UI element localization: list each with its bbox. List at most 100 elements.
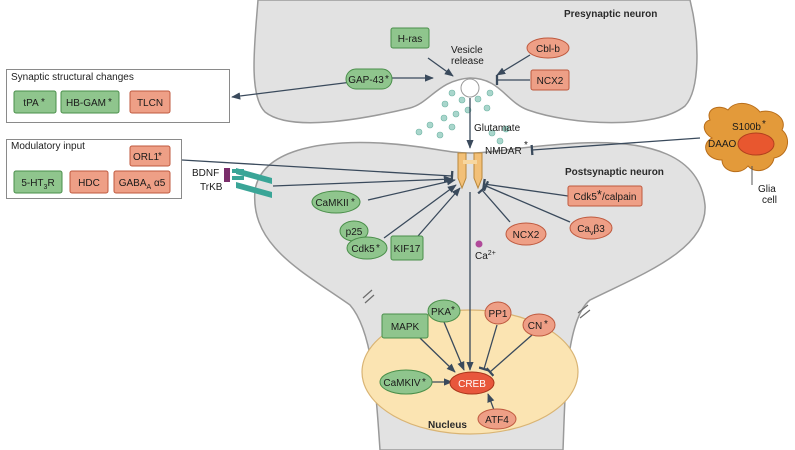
text-camkii: CaMKII — [315, 198, 348, 209]
text-camkiv: CaMKIV — [383, 378, 421, 389]
text-cblb: Cbl-b — [536, 44, 560, 55]
label-glia-1: Glia — [758, 184, 776, 195]
node-mapk — [381, 313, 429, 339]
trkb-receptor — [224, 168, 272, 198]
text-mapk: MAPK — [391, 322, 420, 333]
calcium-ion — [475, 240, 483, 248]
vesicle-cloud — [415, 89, 510, 145]
node-camkiv — [379, 369, 433, 395]
edge-cab3-nmdar — [482, 180, 571, 223]
label-presynaptic: Presynaptic neuron — [564, 9, 657, 20]
label-nmdar: NMDAR — [485, 146, 522, 157]
edge-calpain-nmdar — [482, 178, 569, 197]
star-orl1: * — [158, 151, 162, 162]
star-camkii: * — [351, 197, 355, 208]
break-mark-right — [577, 304, 591, 319]
legend-structural-title: Synaptic structural changes — [11, 72, 134, 83]
label-daao: DAAO — [708, 139, 737, 150]
edge-pp1-creb — [478, 324, 498, 372]
node-cn — [522, 313, 556, 337]
text-gaba: GABAA α5 — [119, 178, 166, 191]
node-hdc — [69, 170, 109, 194]
text-tlcn: TLCN — [137, 98, 163, 109]
text-hbgam: HB-GAM — [66, 98, 106, 109]
label-vesicle: Vesicle — [451, 45, 483, 56]
edge-ncx2post-nmdar — [477, 185, 511, 223]
text-p25: p25 — [346, 227, 363, 238]
node-atf4 — [477, 408, 517, 430]
text-ht3r: 5-HT3R — [21, 178, 54, 191]
star-hbgam: * — [108, 97, 112, 108]
text-orl1: ORL1 — [133, 152, 160, 163]
node-camkii — [311, 190, 361, 214]
star-tpa: * — [41, 97, 45, 108]
node-pka — [427, 299, 461, 323]
node-kif17 — [390, 235, 424, 261]
text-cdk5calpain: Cdk5*/calpain — [574, 187, 637, 203]
star-gap43: * — [385, 74, 389, 85]
text-cab3: Cavβ3 — [577, 224, 605, 237]
label-release: release — [451, 56, 484, 67]
label-postsynaptic: Postsynaptic neuron — [565, 167, 664, 178]
text-cn: CN — [528, 321, 542, 332]
text-hras: H-ras — [398, 34, 422, 45]
edge-camkii-nmdar — [367, 178, 456, 201]
node-creb — [449, 371, 495, 395]
text-pka: PKA — [431, 307, 451, 318]
edge-cdk5-nmdar — [383, 184, 457, 239]
node-cdk5calpain — [567, 185, 643, 207]
label-nmdar-star: * — [524, 140, 528, 151]
nmdar-receptor — [457, 152, 483, 190]
text-gap43: GAP-43 — [348, 75, 384, 86]
text-ncx2-post: NCX2 — [513, 230, 540, 241]
edge-hras-vesicle — [427, 57, 454, 77]
node-tpa — [13, 90, 57, 114]
edge-mapk-creb — [419, 337, 456, 373]
label-s100b-star: * — [762, 119, 766, 130]
node-ht3r — [13, 170, 63, 194]
label-trkb: TrKB — [200, 182, 223, 193]
edge-gap43-structural — [231, 81, 353, 100]
node-cblb — [526, 37, 570, 59]
edge-cn-creb — [485, 334, 533, 377]
text-pp1: PP1 — [489, 309, 508, 320]
label-glutamate: Glutamate — [474, 123, 521, 134]
edge-cblb-vesicle — [496, 54, 531, 76]
edge-modulatory-nmdar — [181, 159, 454, 182]
text-hdc: HDC — [78, 178, 100, 189]
star-cdk5: * — [376, 243, 380, 254]
node-pp1 — [484, 301, 512, 325]
text-tpa: tPA — [23, 98, 39, 109]
break-mark-left — [362, 289, 375, 304]
node-orl1 — [129, 145, 171, 167]
node-hbgam — [60, 90, 120, 114]
node-gaba — [113, 170, 171, 194]
text-kif17: KIF17 — [394, 244, 421, 255]
edge-kif17-nmdar — [417, 187, 461, 237]
star-camkiv: * — [422, 377, 426, 388]
edge-atf4-creb — [487, 393, 495, 411]
edge-trkb-nmdar — [272, 175, 453, 187]
text-atf4: ATF4 — [485, 415, 509, 426]
node-ncx2-post — [505, 222, 547, 246]
node-cab3 — [569, 216, 613, 240]
label-glia-2: cell — [762, 195, 777, 206]
text-ncx2-pre: NCX2 — [537, 76, 564, 87]
edge-pka-creb — [443, 321, 465, 371]
edge-glia-nmdar — [530, 137, 701, 156]
label-s100b: S100b — [732, 122, 761, 133]
label-bdnf: BDNF — [192, 168, 219, 179]
label-nucleus: Nucleus — [428, 420, 467, 431]
text-creb: CREB — [458, 379, 486, 390]
node-ncx2-pre — [530, 69, 570, 91]
star-pka: * — [451, 305, 455, 316]
label-calcium: Ca2+ — [475, 250, 496, 262]
node-hras — [390, 27, 430, 49]
glia-nucleus — [737, 132, 775, 156]
presynaptic-terminal — [253, 0, 698, 124]
legend-modulatory-title: Modulatory input — [11, 141, 85, 152]
node-cdk5 — [346, 236, 388, 260]
text-cdk5: Cdk5 — [351, 244, 375, 255]
node-gap43 — [345, 68, 393, 90]
